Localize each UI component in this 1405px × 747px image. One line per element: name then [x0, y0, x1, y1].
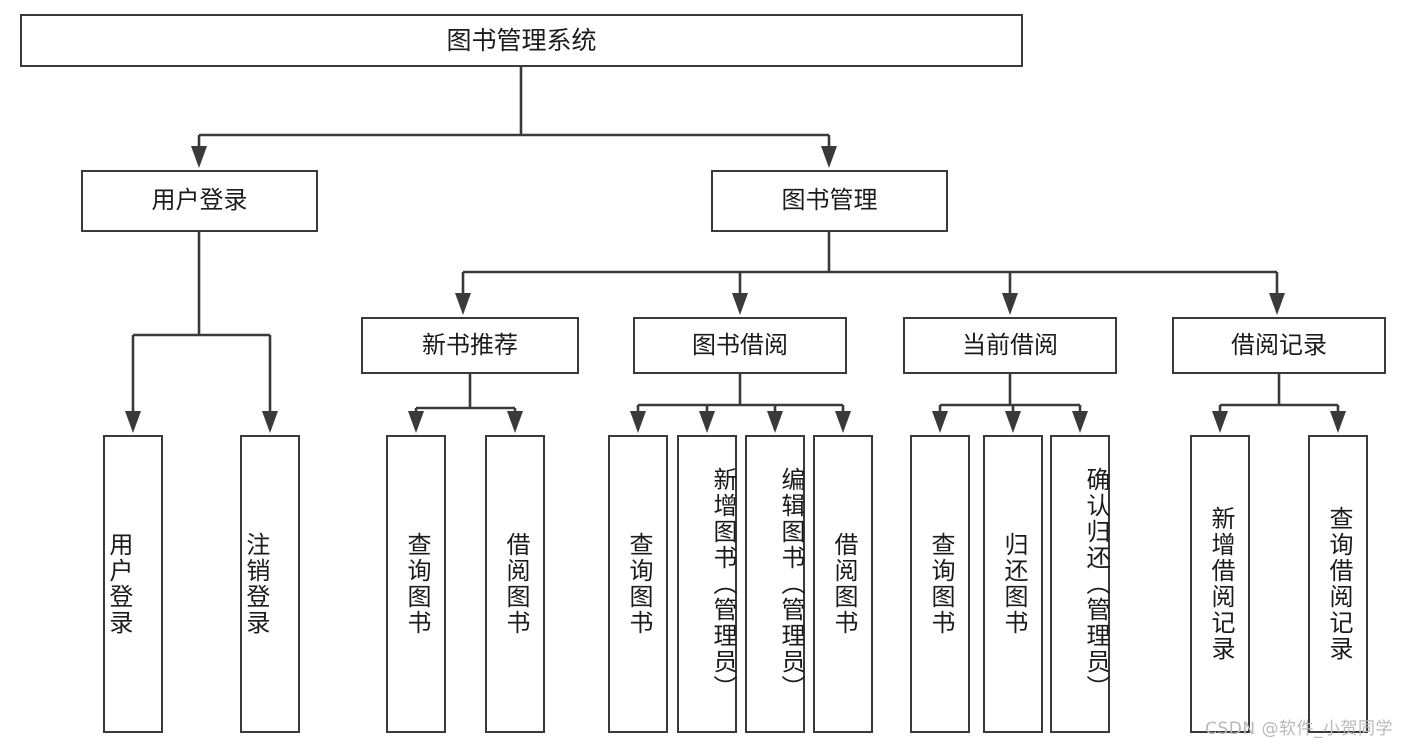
- node-label: 用户登录: [104, 532, 133, 636]
- node-label: 确认归还（管理员）: [1082, 467, 1110, 701]
- node-label: 注销登录: [241, 532, 270, 636]
- node-new-book-recommend[interactable]: 新书推荐: [361, 317, 579, 374]
- connector-arrow-l7: [932, 405, 948, 433]
- node-borrow-record[interactable]: 借阅记录: [1172, 317, 1386, 374]
- node-label: 归还图书: [999, 532, 1028, 636]
- node-label: 当前借阅: [962, 330, 1058, 359]
- node-leaf-query-record[interactable]: 查询借阅记录: [1308, 435, 1368, 733]
- node-label: 查询图书: [402, 532, 431, 636]
- node-label: 编辑图书（管理员）: [777, 467, 805, 701]
- node-label: 新书推荐: [422, 330, 518, 359]
- node-label: 新增借阅记录: [1206, 506, 1235, 662]
- connector-arrow-new-book: [455, 272, 471, 315]
- connector-arrow-book-borrow: [732, 272, 748, 315]
- node-label: 查询图书: [926, 532, 955, 636]
- connector-arrow-leaf-logout: [262, 335, 278, 433]
- node-book-borrow[interactable]: 图书借阅: [633, 317, 847, 374]
- node-leaf-return-book[interactable]: 归还图书: [983, 435, 1043, 733]
- node-leaf-borrow-book[interactable]: 借阅图书: [813, 435, 873, 733]
- node-label: 借阅图书: [829, 532, 858, 636]
- node-book-manage[interactable]: 图书管理: [711, 170, 948, 232]
- node-leaf-confirm-return[interactable]: 确认归还（管理员）: [1050, 435, 1110, 733]
- node-label: 借阅图书: [501, 532, 530, 636]
- node-leaf-edit-book[interactable]: 编辑图书（管理员）: [745, 435, 805, 733]
- node-leaf-add-record[interactable]: 新增借阅记录: [1190, 435, 1250, 733]
- node-user-login[interactable]: 用户登录: [81, 170, 318, 232]
- node-label: 查询借阅记录: [1324, 506, 1353, 662]
- node-label: 用户登录: [151, 186, 248, 215]
- connector-arrow-leaf-user-login: [125, 335, 141, 433]
- connector-arrow-l1: [408, 408, 424, 433]
- node-leaf-add-book[interactable]: 新增图书（管理员）: [677, 435, 737, 733]
- connector-arrow-book-manage: [821, 135, 837, 168]
- node-label: 借阅记录: [1231, 330, 1327, 359]
- node-label: 图书管理: [781, 186, 878, 215]
- connector-arrow-l9: [1072, 405, 1088, 433]
- node-leaf-query-book-new[interactable]: 查询图书: [386, 435, 446, 733]
- connector-arrow-l3: [630, 405, 646, 433]
- connector-arrow-l8: [1005, 405, 1021, 433]
- node-current-borrow[interactable]: 当前借阅: [903, 317, 1117, 374]
- node-root[interactable]: 图书管理系统: [20, 14, 1023, 67]
- connector-arrow-l2: [507, 408, 523, 433]
- node-label: 新增图书（管理员）: [709, 467, 737, 701]
- node-label: 图书借阅: [692, 330, 788, 359]
- node-leaf-query-book-current[interactable]: 查询图书: [910, 435, 970, 733]
- node-label: 图书管理系统: [446, 26, 597, 55]
- node-leaf-user-login[interactable]: 用户登录: [103, 435, 163, 733]
- node-leaf-query-book-borrow[interactable]: 查询图书: [608, 435, 668, 733]
- node-label: 查询图书: [624, 532, 653, 636]
- connector-arrow-l4: [699, 405, 715, 433]
- connector-arrow-user-login: [191, 135, 207, 168]
- connector-arrow-borrow-record: [1269, 272, 1285, 315]
- connector-arrow-l11: [1330, 405, 1346, 433]
- node-leaf-logout[interactable]: 注销登录: [240, 435, 300, 733]
- node-leaf-borrow-book-new[interactable]: 借阅图书: [485, 435, 545, 733]
- connector-arrow-l6: [835, 405, 851, 433]
- connector-arrow-l10: [1212, 405, 1228, 433]
- connector-arrow-l5: [767, 405, 783, 433]
- connector-arrow-current-borrow: [1002, 272, 1018, 315]
